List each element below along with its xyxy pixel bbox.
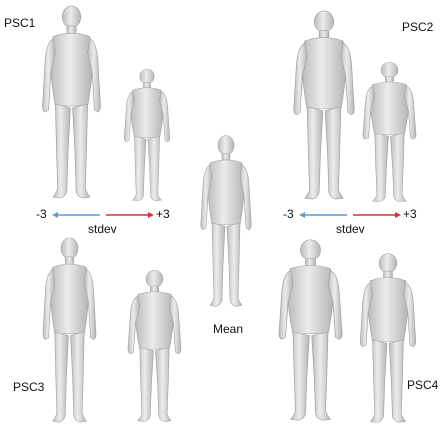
psc1-plus-figure — [124, 69, 169, 201]
psc2-minus-figure — [294, 11, 355, 199]
mean-label: Mean — [213, 322, 243, 336]
psc1-minus-figure — [42, 6, 100, 198]
left-neg-arrowhead — [52, 212, 58, 218]
psc3-minus-figure — [43, 238, 96, 422]
psc3-label: PSC3 — [13, 380, 44, 394]
right-scale — [299, 212, 401, 218]
left-plus-label: +3 — [156, 207, 170, 221]
right-stdev-label: stdev — [336, 222, 365, 236]
left-stdev-label: stdev — [88, 222, 117, 236]
right-minus-label: -3 — [283, 207, 294, 221]
mean-figure — [201, 136, 252, 307]
left-scale — [52, 212, 154, 218]
psc4-label: PSC4 — [407, 378, 438, 392]
psc2-plus-figure — [363, 62, 416, 202]
left-minus-label: -3 — [36, 207, 47, 221]
psc3-plus-figure — [128, 270, 181, 421]
psc4-minus-figure — [279, 240, 342, 420]
right-pos-arrowhead — [395, 212, 401, 218]
psc1-label: PSC1 — [4, 16, 35, 30]
psc2-label: PSC2 — [402, 20, 433, 34]
left-pos-arrowhead — [148, 212, 154, 218]
right-plus-label: +3 — [403, 207, 417, 221]
right-neg-arrowhead — [299, 212, 305, 218]
psc4-plus-figure — [360, 254, 416, 423]
